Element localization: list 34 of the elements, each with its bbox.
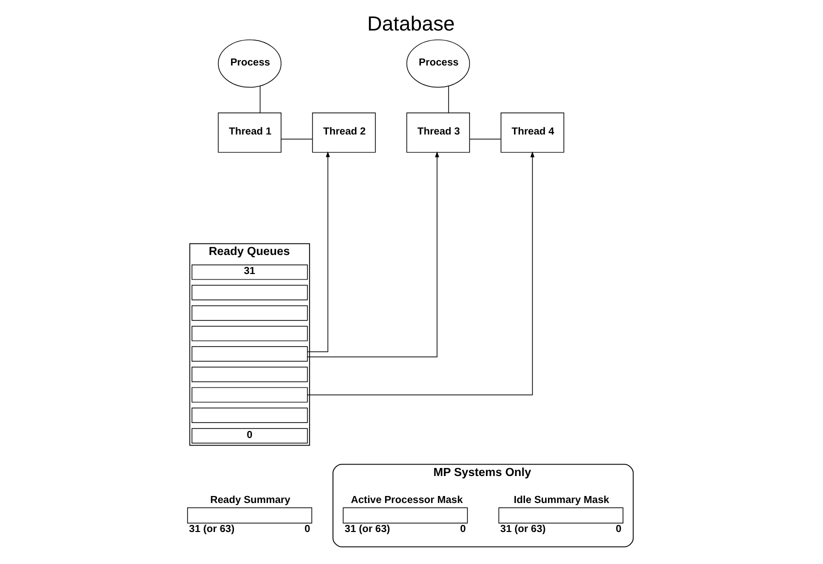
connector — [280, 138, 313, 140]
node-box: Thread 1 — [218, 112, 282, 153]
node-ellipse: Process — [218, 39, 282, 88]
node-box: Thread 3 — [406, 112, 470, 153]
node-label: 31 (or 63) — [189, 524, 234, 536]
node-label: 0 — [616, 524, 622, 536]
node-box — [192, 387, 308, 403]
arrow — [307, 151, 440, 358]
node-box — [192, 305, 308, 321]
node-box: 31 — [192, 264, 308, 280]
node-box — [498, 507, 624, 524]
arrow — [307, 151, 330, 352]
connector — [469, 138, 502, 140]
node-label: 0 — [460, 524, 466, 536]
node-box: Thread 2 — [312, 112, 376, 153]
node-box — [192, 326, 308, 342]
node-box — [192, 366, 308, 382]
node-box — [342, 507, 468, 524]
node-label: 0 — [304, 524, 310, 536]
diagram-title: Database — [367, 12, 455, 36]
node-label: Ready Summary — [210, 494, 290, 506]
connector — [448, 86, 449, 114]
node-box — [187, 507, 312, 524]
node-box — [192, 284, 308, 300]
node-box — [192, 408, 308, 423]
node-ellipse: Process — [406, 39, 470, 88]
node-label: Active Processor Mask — [350, 494, 463, 506]
arrow — [307, 151, 534, 396]
node-label: 31 (or 63) — [344, 524, 390, 536]
node-label: 31 (or 63) — [500, 524, 546, 536]
node-label: Idle Summary Mask — [514, 494, 610, 506]
node-box: 0 — [192, 428, 308, 444]
node-box: Thread 4 — [500, 112, 564, 153]
node-box — [192, 346, 308, 362]
